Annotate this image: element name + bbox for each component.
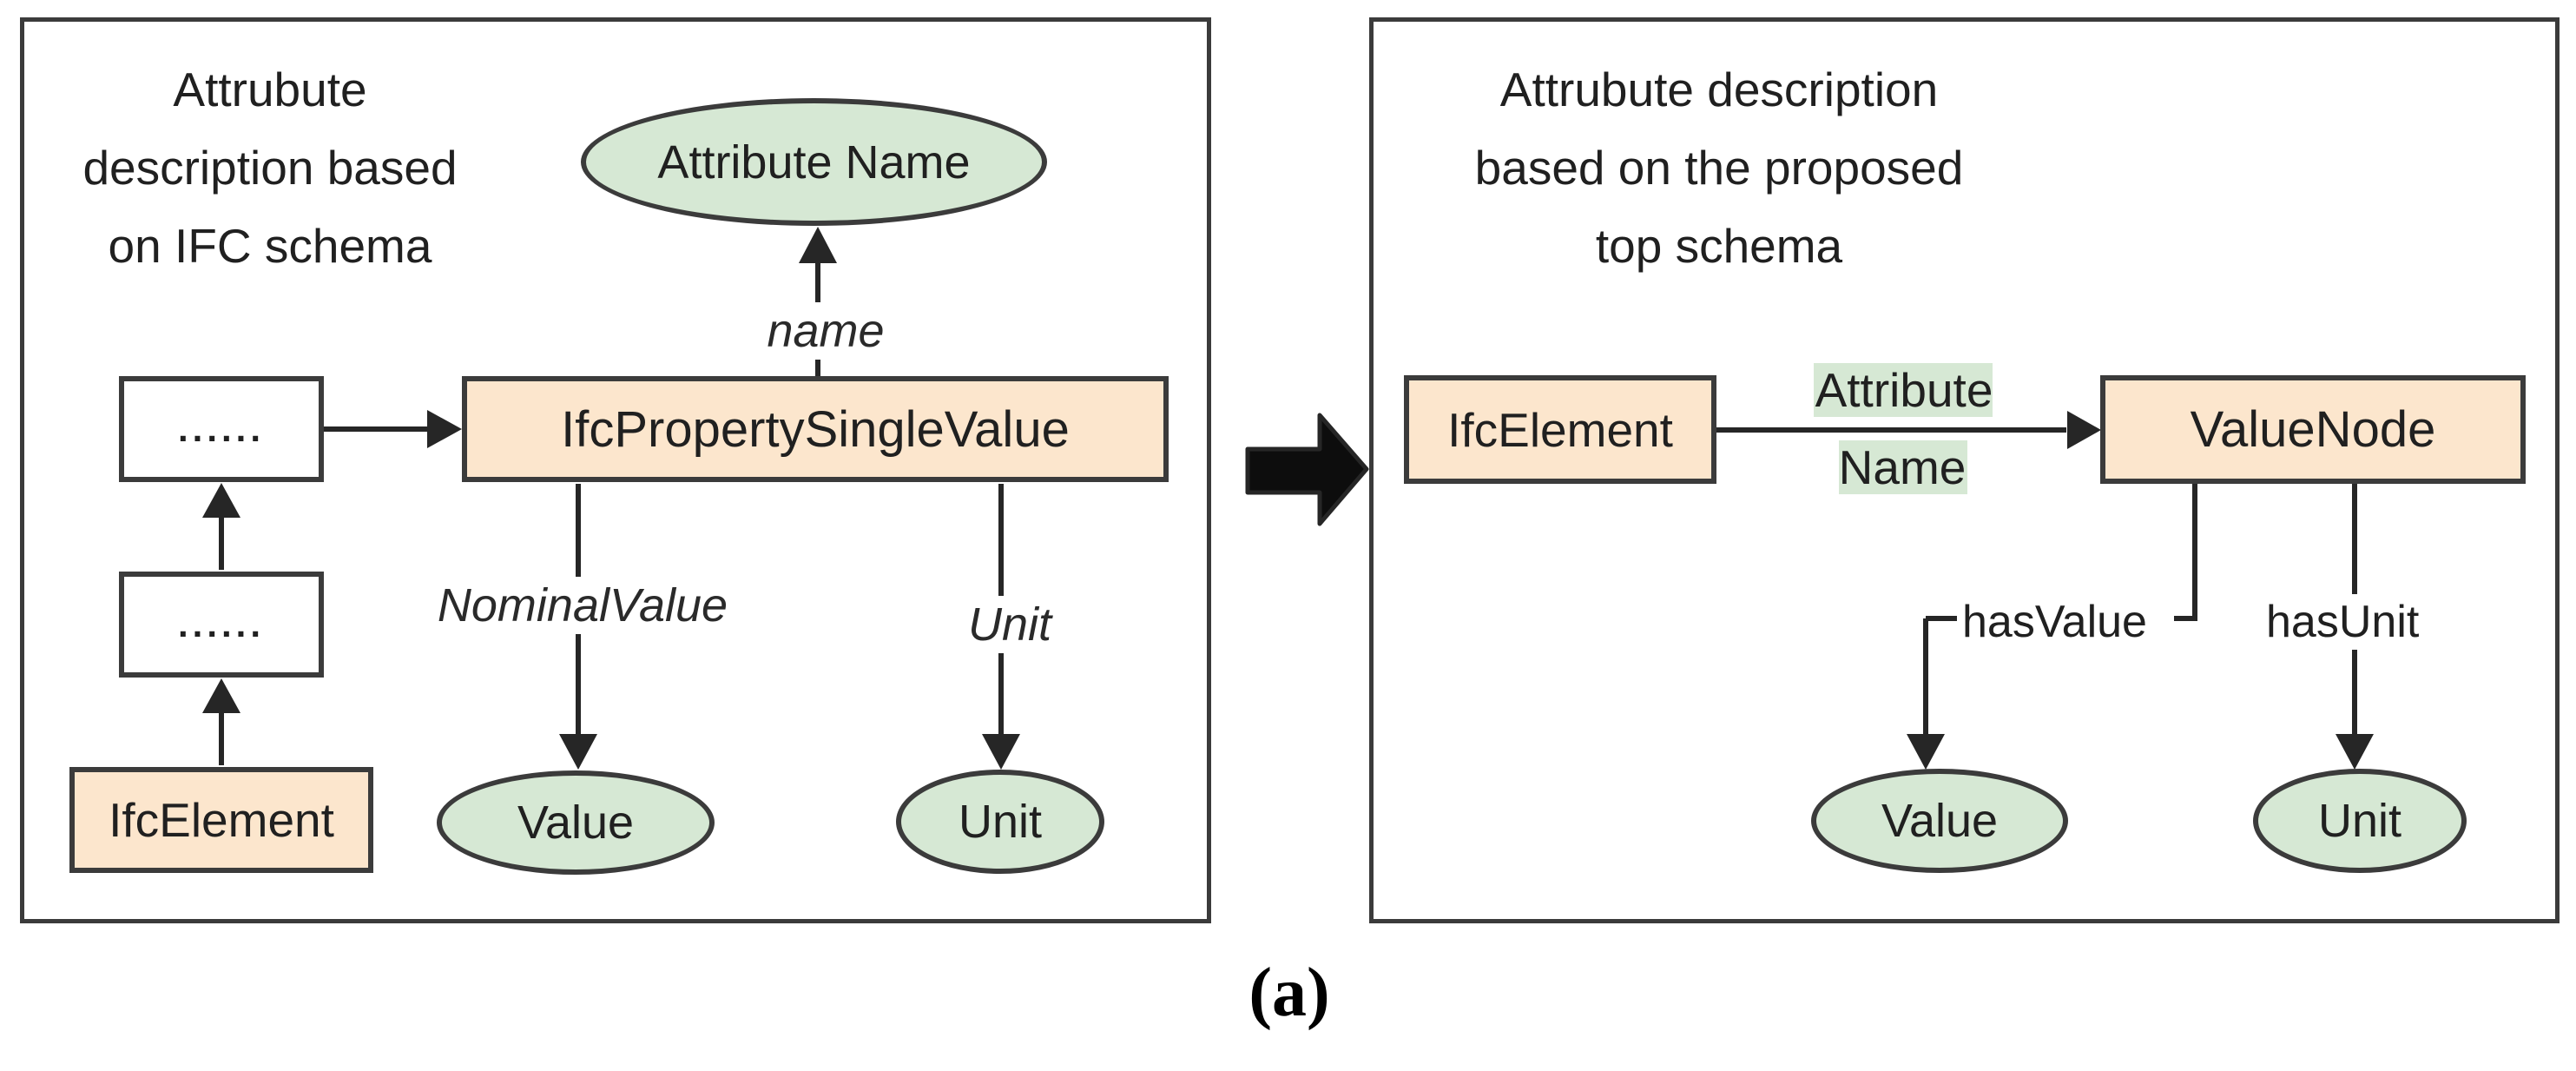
right-panel-title: Attrubute description based on the propo… (1474, 63, 1964, 273)
figure-caption: (a) (1248, 955, 1330, 1031)
value-ellipse-right: Value (1811, 769, 2068, 873)
edge-label-hasunit: hasUnit (2261, 594, 2425, 650)
dots-box-top: ...... (119, 376, 324, 482)
ifc-element-box-right: IfcElement (1404, 375, 1716, 484)
edge-dots2-to-dots1-arrow (202, 483, 240, 570)
edge-attributename-arrow (1716, 411, 2101, 449)
edge-label-unit: Unit (939, 596, 1080, 653)
transform-arrow-icon (1245, 413, 1369, 526)
attribute-name-ellipse: Attribute Name (581, 98, 1047, 226)
left-panel-title: Attrubute description based on IFC schem… (82, 63, 458, 273)
edge-subtype-to-property-arrow (324, 410, 462, 448)
edge-label-nominalvalue: NominalValue (415, 577, 750, 634)
edge-hasvalue-arrow (1907, 484, 2197, 770)
edge-label-hasvalue: hasValue (1957, 594, 2152, 650)
dots-box-bottom: ...... (119, 572, 324, 678)
value-ellipse-left: Value (437, 770, 715, 875)
ifc-element-box-left: IfcElement (69, 767, 373, 873)
ifc-property-single-value-box: IfcPropertySingleValue (462, 376, 1169, 482)
attribute-name-highlight-label: Attribute Name (1773, 352, 2033, 506)
value-node-box: ValueNode (2100, 375, 2526, 484)
attribute-name-highlight-text: Attribute Name (1813, 363, 1993, 494)
unit-ellipse-left: Unit (896, 770, 1104, 874)
edge-ifcelement-to-dots2-arrow (202, 678, 240, 765)
unit-ellipse-right: Unit (2253, 769, 2467, 873)
edge-label-name: name (734, 302, 918, 360)
